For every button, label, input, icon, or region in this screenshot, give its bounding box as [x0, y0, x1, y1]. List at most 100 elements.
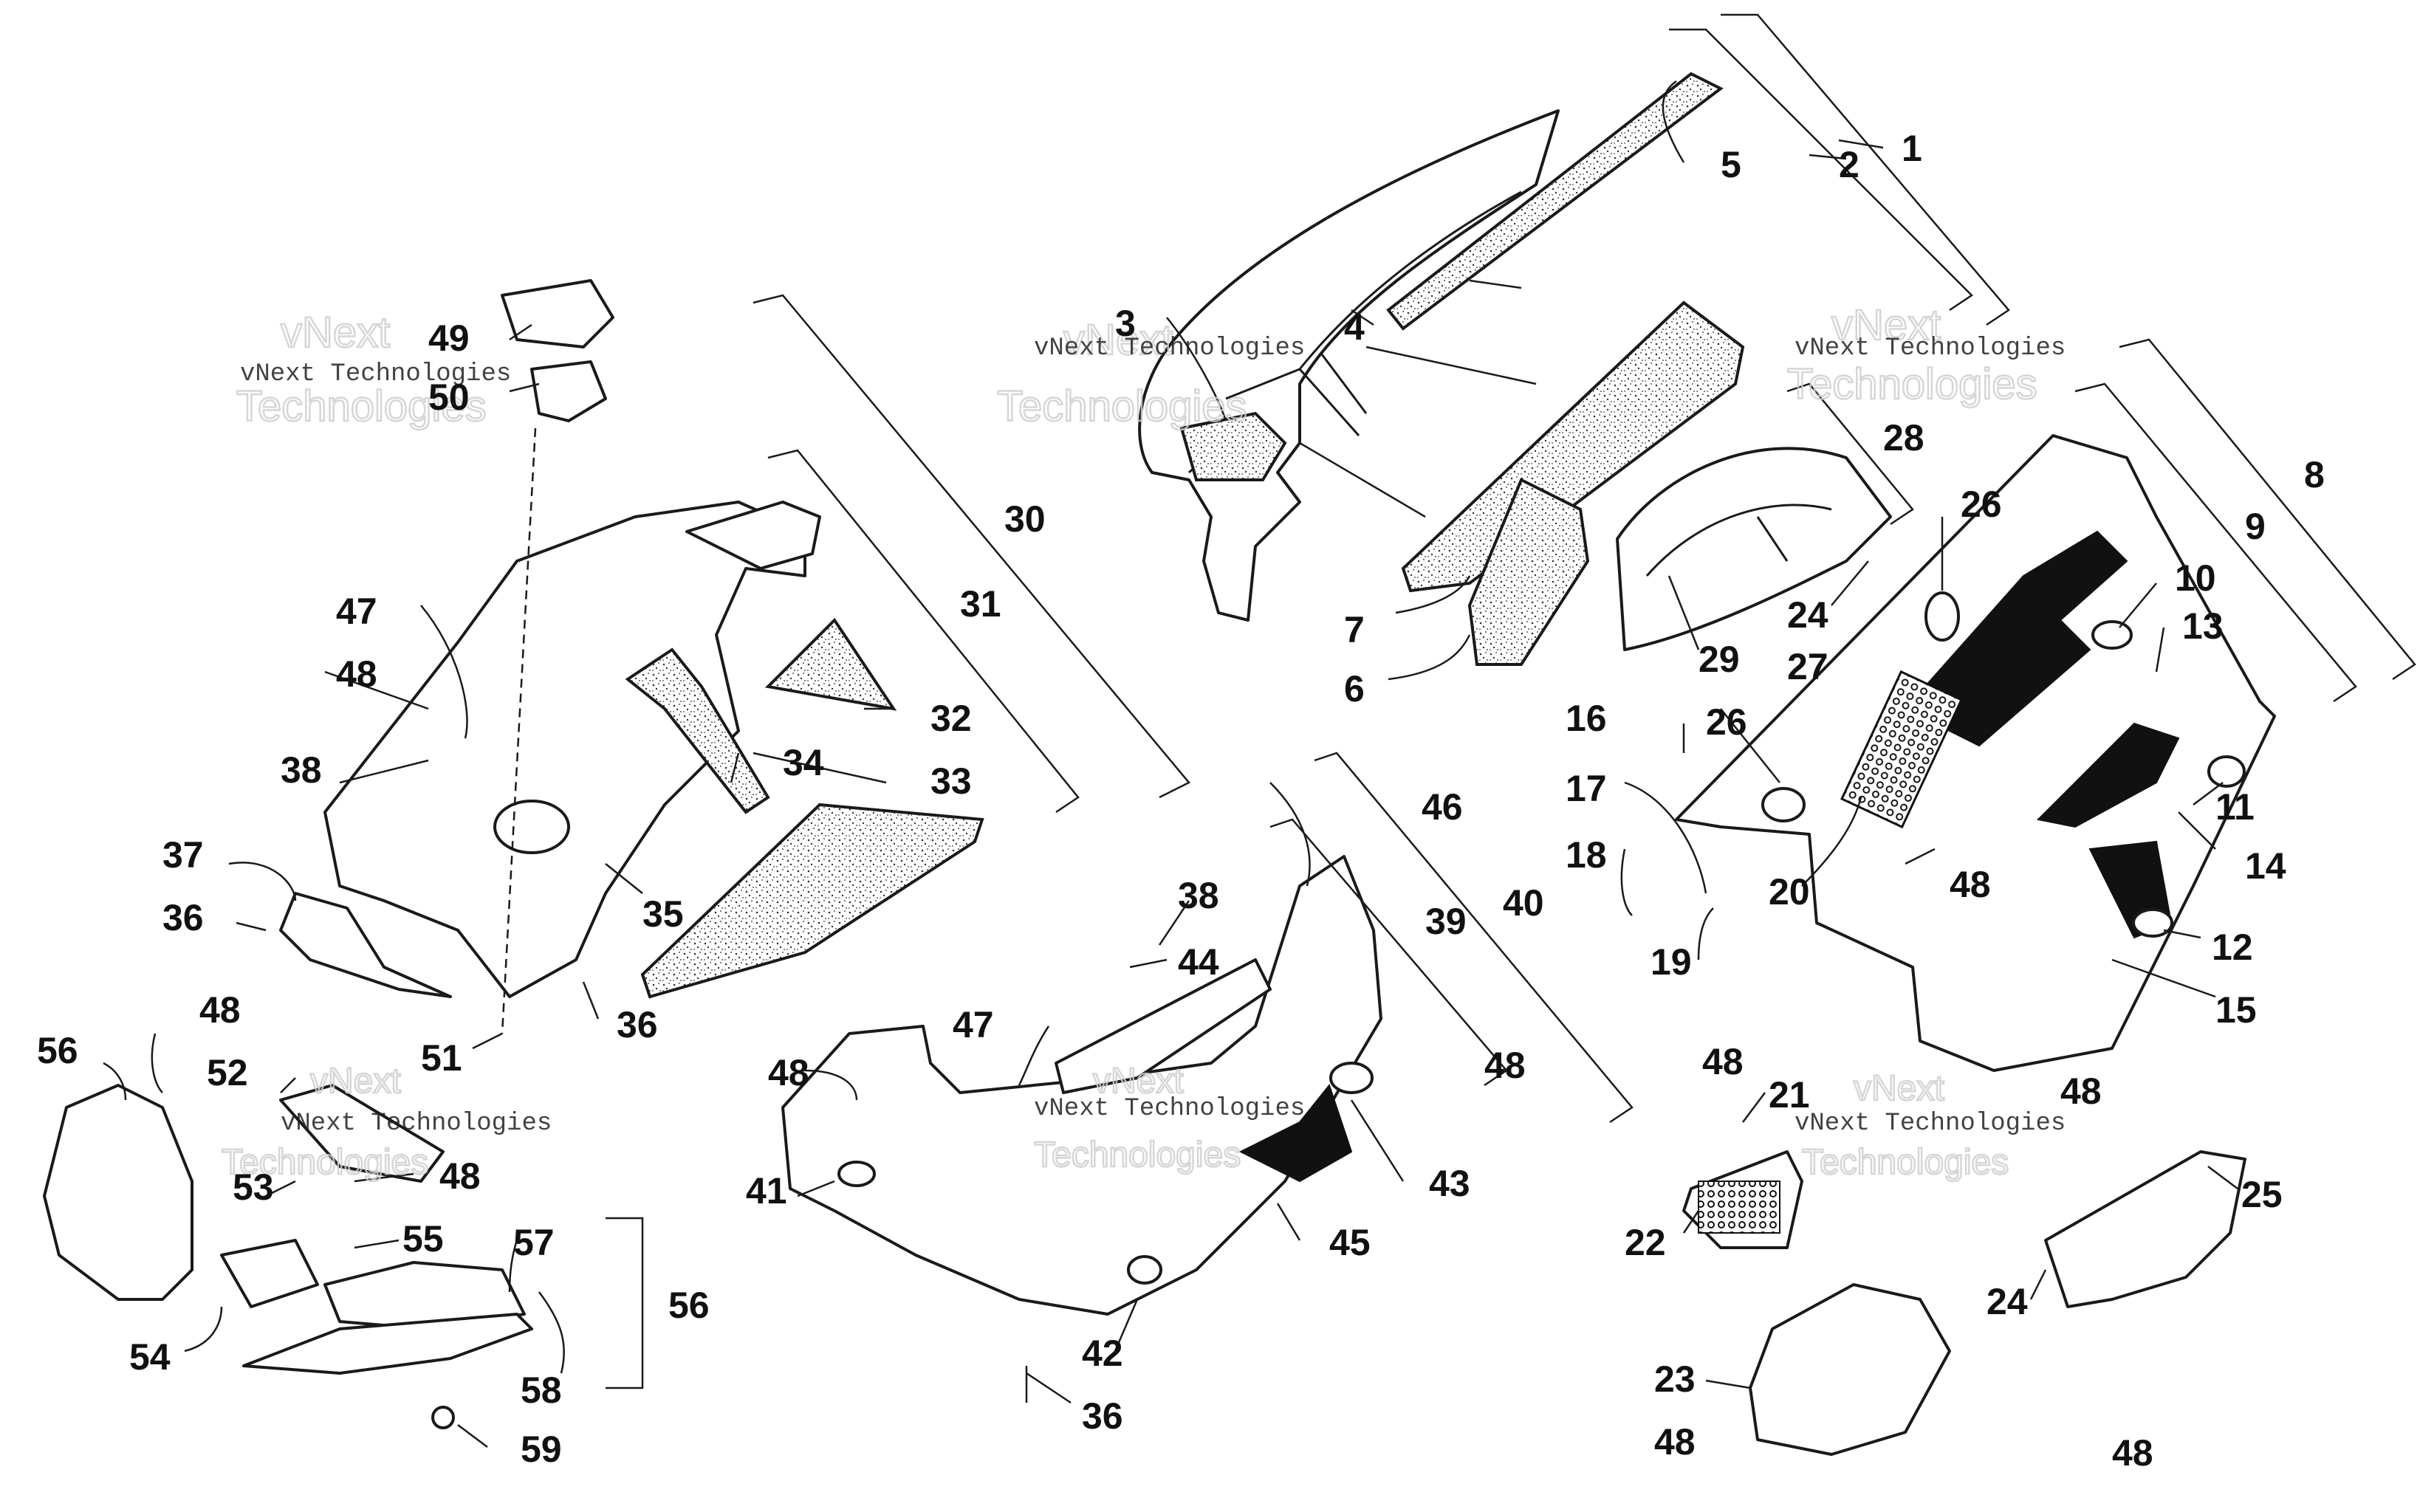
watermark-line2: vNext Technologies — [240, 360, 511, 388]
side-trim-37 — [279, 892, 452, 998]
callout-50: 50 — [428, 377, 470, 418]
hood-leader-lines — [1299, 279, 1537, 518]
callout-12: 12 — [2212, 927, 2253, 968]
callout-26a: 26 — [1961, 484, 2002, 525]
callout-17: 17 — [1566, 768, 1607, 809]
watermark-line3: Technologies — [236, 382, 487, 430]
gaskets — [501, 279, 614, 1034]
callout-48a: 48 — [336, 653, 377, 695]
fastener-59 — [431, 1406, 455, 1429]
callout-30: 30 — [1004, 498, 1046, 540]
belly-vent-42 — [1127, 1255, 1162, 1285]
watermark-line1: vNext — [310, 1062, 401, 1101]
watermark-line3: Technologies — [1802, 1143, 2009, 1182]
callout-42: 42 — [1082, 1333, 1123, 1374]
callout-10: 10 — [2175, 557, 2216, 599]
left-duct — [685, 501, 821, 570]
callout-38a: 38 — [281, 749, 322, 791]
belly-pan-assembly — [781, 855, 1382, 1316]
callout-37: 37 — [162, 834, 204, 876]
callout-8: 8 — [2304, 454, 2325, 495]
gauge-pod — [1616, 447, 1892, 651]
callout-48i: 48 — [2112, 1432, 2153, 1474]
callout-48b: 48 — [768, 1052, 809, 1093]
callout-48j: 48 — [1484, 1045, 1526, 1086]
watermark-line3: Technologies — [997, 382, 1247, 430]
hood-assembly — [1138, 72, 1745, 666]
bracket-9 — [2074, 382, 2357, 703]
gasket-dashed-line — [501, 427, 537, 1034]
callout-32: 32 — [930, 698, 972, 739]
callout-48c: 48 — [199, 989, 241, 1031]
bracket-40 — [1314, 752, 1634, 1124]
bracket-52 — [279, 1084, 445, 1183]
callout-59: 59 — [521, 1429, 562, 1470]
nose-mesh-27 — [1840, 670, 1963, 829]
foam-33 — [640, 803, 984, 999]
callout-23: 23 — [1654, 1358, 1696, 1400]
foam-pad-7 — [1401, 300, 1745, 593]
foam-32 — [764, 617, 897, 711]
callout-52: 52 — [207, 1052, 248, 1093]
watermark-line1: vNext — [1063, 316, 1173, 364]
nose-insert-26b — [1761, 787, 1806, 822]
callout-36c: 36 — [1082, 1395, 1123, 1437]
gauge-pod-inner — [1645, 504, 1832, 577]
nose-assembly — [1675, 434, 2276, 1072]
gasket-50 — [530, 360, 607, 422]
callout-29: 29 — [1699, 639, 1740, 680]
bracket-30 — [753, 294, 1190, 799]
callout-5: 5 — [1721, 144, 1741, 185]
bracket-56 — [606, 1217, 644, 1389]
callout-28: 28 — [1883, 417, 1924, 458]
left-side-panel-assembly — [279, 501, 984, 999]
hood-stripe — [1298, 354, 1368, 436]
belly-vent-41 — [837, 1161, 876, 1187]
foam-pad-3 — [1179, 411, 1287, 481]
callout-20: 20 — [1769, 871, 1810, 913]
callout-31: 31 — [960, 583, 1001, 625]
bracket-39 — [1269, 818, 1508, 1087]
shroud-23 — [1749, 1283, 1951, 1456]
nose-decal-upper — [1904, 530, 2128, 747]
panel-56 — [43, 1084, 193, 1301]
watermark-line2: vNext Technologies — [1795, 334, 2066, 362]
callout-54: 54 — [129, 1336, 171, 1378]
assembly-brackets — [606, 13, 2416, 1389]
callout-49: 49 — [428, 317, 470, 359]
gasket-49 — [501, 279, 614, 348]
watermark-line2: vNext Technologies — [1034, 1095, 1305, 1123]
callout-39: 39 — [1425, 901, 1467, 942]
hood-panel — [1138, 109, 1560, 622]
callout-6: 6 — [1344, 668, 1365, 709]
callout-47a: 47 — [336, 591, 377, 632]
callout-13: 13 — [2182, 605, 2224, 647]
callout-19: 19 — [1651, 941, 1692, 983]
belly-decal — [1238, 1083, 1353, 1183]
nose-vent-11 — [2207, 755, 2246, 788]
callout-15: 15 — [2215, 989, 2257, 1031]
callout-38b: 38 — [1178, 875, 1219, 916]
callout-48h: 48 — [1654, 1421, 1696, 1463]
leader-lines — [103, 80, 2238, 1448]
callout-48e: 48 — [1950, 864, 1991, 905]
callout-16: 16 — [1566, 698, 1607, 739]
bottom-trim-56 — [242, 1313, 533, 1375]
watermark-line1: vNext — [1831, 301, 1941, 349]
watermark-line2: vNext Technologies — [281, 1110, 552, 1138]
foam-pad-6 — [1467, 478, 1590, 666]
callout-45: 45 — [1329, 1222, 1371, 1263]
callout-14: 14 — [2245, 845, 2286, 887]
watermarks: vNext vNext Technologies Technologies vN… — [221, 300, 2066, 1183]
bracket-8 — [2119, 338, 2416, 681]
watermark-line1: vNext — [1093, 1062, 1184, 1101]
callout-44: 44 — [1178, 941, 1219, 983]
right-small-panels — [1682, 1150, 2246, 1456]
callout-24b: 24 — [1987, 1281, 2028, 1322]
callout-57: 57 — [513, 1222, 555, 1263]
callout-25: 25 — [2241, 1174, 2283, 1215]
callout-18: 18 — [1566, 834, 1607, 876]
callout-24a: 24 — [1787, 594, 1828, 636]
box-54 — [220, 1239, 319, 1308]
